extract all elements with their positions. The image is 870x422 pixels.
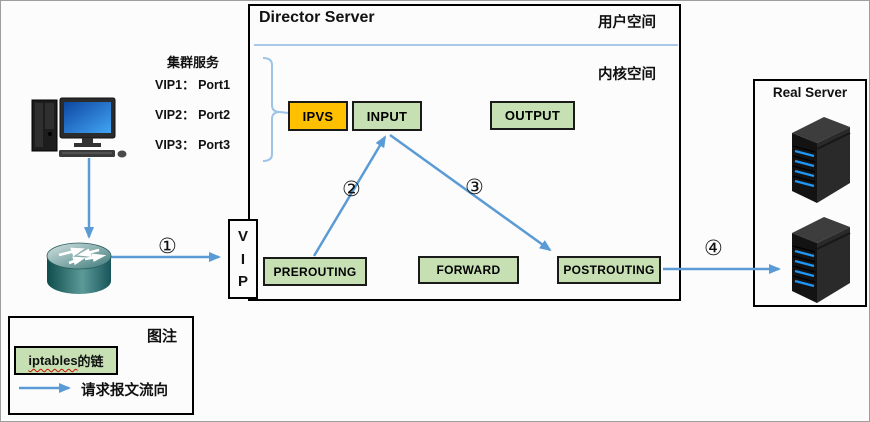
legend-chain-text: 的链	[77, 354, 104, 369]
legend-flow-label: 请求报文流向	[81, 383, 168, 399]
input-chain-box: INPUT	[352, 101, 422, 131]
cluster-service-entry: VIP2： Port2	[155, 108, 231, 122]
step4-badge: ④	[704, 236, 723, 260]
vip-box: V I P	[228, 219, 258, 299]
prerouting-chain-box: PREROUTING	[263, 257, 367, 286]
director-server-title: Director Server	[259, 9, 375, 26]
cluster-service-title: 集群服务	[167, 55, 220, 70]
forward-chain-box: FORWARD	[418, 256, 519, 284]
ipvs-box: IPVS	[288, 101, 348, 131]
user-space-label: 用户空间	[598, 15, 656, 31]
step3-badge: ③	[465, 175, 484, 199]
cluster-service-entry: VIP1： Port1	[155, 78, 231, 92]
director-server-box	[248, 4, 681, 301]
legend-iptables-text: iptables	[28, 353, 78, 368]
real-server-box	[753, 79, 867, 307]
router-icon	[46, 242, 112, 294]
legend-title: 图注	[147, 328, 178, 345]
real-server-icon-1	[792, 117, 851, 203]
real-server-title: Real Server	[772, 85, 848, 100]
postrouting-chain-box: POSTROUTING	[557, 256, 661, 284]
kernel-space-label: 内核空间	[598, 67, 656, 83]
real-server-icon-2	[792, 217, 851, 303]
vip-letter: I	[240, 250, 246, 268]
legend-box	[8, 316, 194, 415]
vip-letter: P	[237, 273, 248, 291]
step2-badge: ②	[342, 177, 361, 201]
vip-letter: V	[237, 227, 248, 245]
step1-badge: ①	[158, 234, 177, 258]
output-chain-box: OUTPUT	[490, 101, 575, 130]
cluster-service-entry: VIP3： Port3	[155, 138, 231, 152]
cluster-service-entries: VIP1： Port1 VIP2： Port2 VIP3： Port3	[155, 74, 230, 164]
client-computer-icon	[31, 97, 127, 158]
